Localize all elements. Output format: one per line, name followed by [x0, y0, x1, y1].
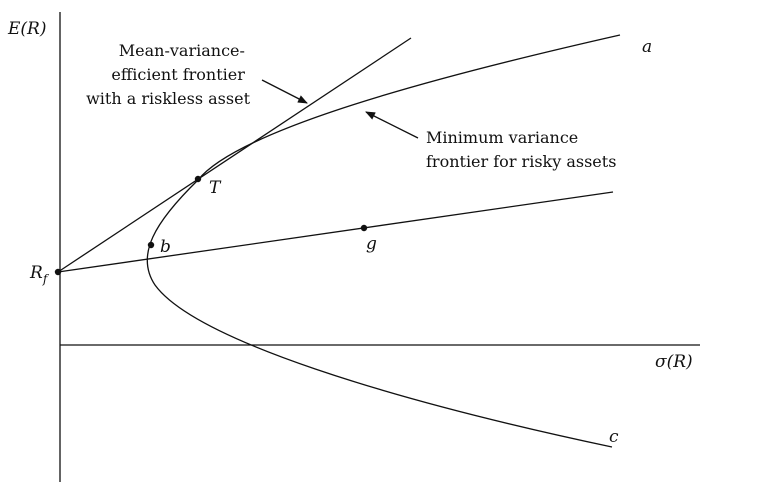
c-label: c [609, 427, 619, 447]
rf-g-line [57, 191, 614, 273]
mv-frontier-arrow [261, 79, 308, 104]
t-point [194, 175, 202, 183]
min-variance-annotation: Minimum variance frontier for risky asse… [426, 128, 616, 171]
g-point [360, 224, 368, 232]
min-variance-line-1: Minimum variance [426, 128, 578, 147]
mv-efficient-frontier-line [57, 37, 412, 273]
min-variance-arrow [365, 111, 419, 139]
y-axis-label: E(R) [7, 19, 46, 39]
b-point [147, 241, 155, 249]
mv-frontier-line-3: with a riskless asset [86, 89, 250, 108]
a-label: a [642, 37, 652, 57]
mv-frontier-annotation: Mean-variance- efficient frontier with a… [86, 41, 250, 108]
mv-frontier-line-2: efficient frontier [111, 65, 245, 84]
rf-label-subscript: f [42, 272, 50, 286]
b-label: b [160, 237, 171, 257]
min-variance-line-2: frontier for risky assets [426, 152, 616, 171]
rf-label: Rf [29, 263, 50, 286]
minimum-variance-frontier-curve [146, 34, 621, 448]
x-axis-label: σ(R) [655, 352, 693, 372]
rf-point [54, 268, 62, 276]
mv-frontier-line-1: Mean-variance- [119, 41, 245, 60]
t-label: T [209, 178, 222, 198]
g-label: g [366, 234, 377, 254]
